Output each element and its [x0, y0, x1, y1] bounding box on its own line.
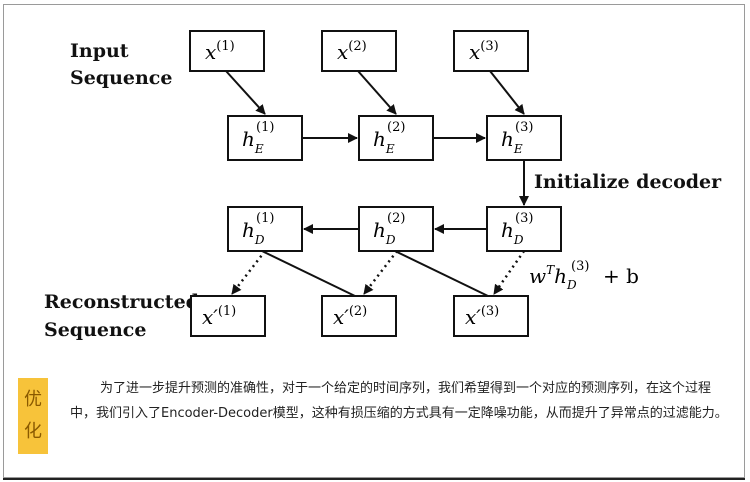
input-node-2: x(2): [321, 30, 397, 72]
encoder-node-3-sub: E: [513, 142, 523, 156]
formula-w: w: [529, 264, 546, 288]
input-node-1-base: x: [205, 40, 216, 64]
input-node-1-sup: (1): [216, 39, 234, 54]
input-node-3-sup: (3): [480, 39, 498, 54]
input-node-3: x(3): [453, 30, 529, 72]
svg-text:hD: hD: [242, 218, 265, 247]
encoder-decoder-diagram: Input Sequence Reconstructed Sequence In…: [44, 30, 722, 341]
dotted-decoder3-output3: [492, 250, 526, 295]
svg-text:hE: hE: [501, 127, 523, 156]
input-node-1: x(1): [189, 30, 265, 72]
svg-text:hD: hD: [501, 218, 524, 247]
input-label-line2: Sequence: [70, 67, 172, 89]
svg-text:x′(1): x′(1): [202, 304, 236, 329]
link-decoder1-output2: [261, 250, 356, 297]
input-node-2-base: x: [337, 40, 348, 64]
tag-char-1: 优: [24, 389, 42, 410]
dotted-decoder1-output1: [231, 250, 266, 295]
decoder-node-1: hD (1): [227, 206, 303, 252]
output-node-3: x′(3): [453, 295, 529, 337]
encoder-node-1-sup: (1): [256, 120, 274, 135]
formula-T: T: [546, 263, 555, 277]
optimization-tag: 优 化: [18, 378, 48, 454]
encoder-node-1-base: h: [242, 127, 255, 151]
encoder-node-1-sub: E: [254, 142, 264, 156]
svg-text:x′(2): x′(2): [333, 304, 367, 329]
formula-sup: (3): [571, 259, 589, 274]
content-frame: [3, 4, 745, 478]
formula-h: h: [554, 264, 567, 288]
output-node-2-base: x′: [333, 305, 349, 329]
encoder-node-3-base: h: [501, 127, 514, 151]
svg-text:hD: hD: [373, 218, 396, 247]
svg-text:x(2): x(2): [337, 39, 367, 64]
explanation-text: 为了进一步提升预测的准确性，对于一个给定的时间序列，我们希望得到一个对应的预测序…: [70, 381, 728, 421]
svg-text:hE: hE: [373, 127, 395, 156]
svg-text:hE: hE: [242, 127, 264, 156]
link-decoder2-output3: [394, 250, 489, 297]
decoder-node-2-sup: (2): [387, 211, 405, 226]
arrow-input1-encoder1: [225, 70, 266, 115]
input-node-3-base: x: [469, 40, 480, 64]
dotted-decoder2-output2: [363, 250, 398, 295]
svg-text:wThD + b: wThD + b: [529, 263, 639, 292]
output-formula: wThD + b (3): [529, 259, 639, 292]
explanation-paragraph: 为了进一步提升预测的准确性，对于一个给定的时间序列，我们希望得到一个对应的预测序…: [70, 376, 730, 426]
output-node-2: x′(2): [321, 295, 397, 337]
tag-char-2: 化: [24, 421, 42, 442]
encoder-node-2: hE (2): [358, 115, 434, 161]
output-node-3-sup: (3): [481, 304, 499, 319]
output-node-3-base: x′: [465, 305, 481, 329]
decoder-node-3-sup: (3): [515, 211, 533, 226]
encoder-node-3: hE (3): [486, 115, 562, 161]
decoder-node-1-sub: D: [254, 233, 265, 247]
arrow-input2-encoder2: [357, 70, 397, 115]
decoder-node-3-sub: D: [513, 233, 524, 247]
decoder-node-1-base: h: [242, 218, 255, 242]
decoder-node-2-sub: D: [385, 233, 396, 247]
decoder-node-2-base: h: [373, 218, 386, 242]
encoder-node-2-base: h: [373, 127, 386, 151]
svg-text:x(1): x(1): [205, 39, 235, 64]
output-node-1-base: x′: [202, 305, 218, 329]
recon-label-line2: Sequence: [44, 319, 146, 341]
output-node-2-sup: (2): [349, 304, 367, 319]
encoder-node-2-sub: E: [385, 142, 395, 156]
formula-D: D: [566, 278, 577, 292]
output-node-1: x′(1): [190, 295, 266, 337]
recon-label-line1: Reconstructed: [44, 291, 199, 313]
bottom-divider: [3, 478, 745, 480]
encoder-node-3-sup: (3): [515, 120, 533, 135]
arrow-input3-encoder3: [489, 70, 525, 115]
formula-rest: + b: [597, 264, 639, 288]
decoder-node-3-base: h: [501, 218, 514, 242]
encoder-node-1: hE (1): [227, 115, 303, 161]
encoder-node-2-sup: (2): [387, 120, 405, 135]
decoder-node-3: hD (3): [486, 206, 562, 252]
output-node-1-sup: (1): [218, 304, 236, 319]
input-node-2-sup: (2): [348, 39, 366, 54]
initialize-decoder-label: Initialize decoder: [534, 171, 722, 193]
input-label-line1: Input: [70, 40, 129, 62]
decoder-node-2: hD (2): [358, 206, 434, 252]
svg-text:x(3): x(3): [469, 39, 499, 64]
decoder-node-1-sup: (1): [256, 211, 274, 226]
svg-text:x′(3): x′(3): [465, 304, 499, 329]
